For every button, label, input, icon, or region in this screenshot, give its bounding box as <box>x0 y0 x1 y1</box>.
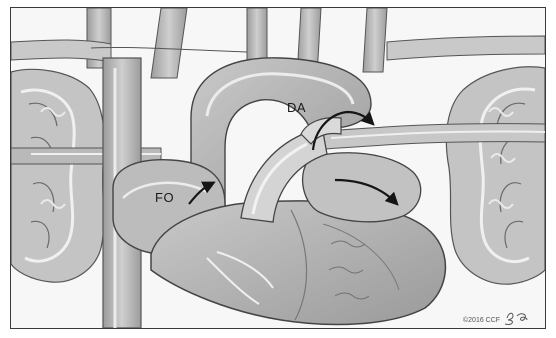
label-fo: FO <box>155 190 174 205</box>
right-lung <box>446 67 545 284</box>
label-da: DA <box>287 100 306 115</box>
left-lung <box>11 69 104 282</box>
fetal-heart-illustration: DA FO ©2016 CCF <box>11 8 545 328</box>
copyright-text: ©2016 CCF <box>463 316 500 324</box>
illustration-frame: DA FO ©2016 CCF <box>10 7 546 329</box>
